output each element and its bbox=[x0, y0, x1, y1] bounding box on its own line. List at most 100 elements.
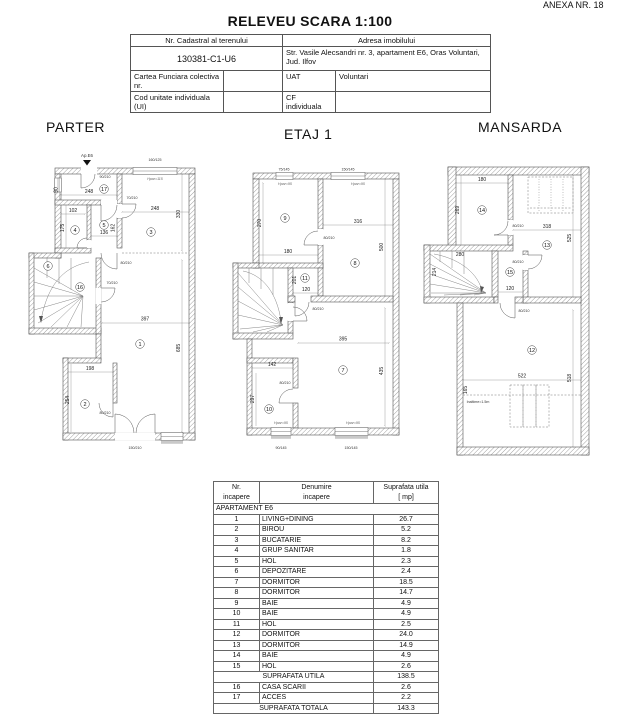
svg-text:80/210: 80/210 bbox=[280, 381, 291, 385]
parter-doors bbox=[76, 173, 156, 434]
svg-text:75/145: 75/145 bbox=[279, 168, 290, 172]
svg-text:180: 180 bbox=[478, 177, 487, 183]
svg-text:4: 4 bbox=[73, 228, 76, 234]
page-title: RELEVEU SCARA 1:100 bbox=[227, 13, 393, 29]
floorplan-mansarda: 180 269 318 525 280 214 120 522 518 165 … bbox=[423, 166, 590, 456]
cadastral-survey-page: { "annex": "ANEXA NR. 18", "title": "REL… bbox=[28, 0, 604, 714]
svg-text:2: 2 bbox=[83, 402, 86, 408]
parter-room-numbers: 1 2 3 4 5 6 16 17 bbox=[43, 184, 156, 409]
svg-text:201: 201 bbox=[292, 276, 298, 285]
stair-walkline-arrow bbox=[480, 286, 484, 293]
annex-number: ANEXA NR. 18 bbox=[543, 0, 604, 10]
mansarda-annotations: 80/210 80/210 80/210 Inaltime=1.5m bbox=[467, 224, 530, 404]
svg-text:16: 16 bbox=[77, 285, 83, 291]
svg-text:80/210: 80/210 bbox=[121, 261, 132, 265]
mansarda-room-numbers: 14 13 15 12 bbox=[477, 205, 552, 355]
header-row-ui: Cod unitate individuala (UI) CF individu… bbox=[130, 91, 492, 113]
svg-text:269: 269 bbox=[455, 206, 461, 215]
section-row: APARTAMENT E6 bbox=[213, 503, 439, 515]
parter-stairs bbox=[33, 258, 90, 328]
col-header-suprafata: Suprafata utila[ mp] bbox=[373, 481, 439, 504]
svg-text:248: 248 bbox=[85, 189, 94, 195]
svg-text:80/210: 80/210 bbox=[513, 260, 524, 264]
entry-arrow-icon bbox=[83, 160, 91, 166]
uat-label: UAT bbox=[282, 70, 337, 92]
svg-text:80/210: 80/210 bbox=[100, 411, 111, 415]
svg-text:5: 5 bbox=[102, 223, 105, 229]
col-header-nr: Nr.incapere bbox=[213, 481, 260, 504]
cf-individual-value bbox=[335, 91, 492, 113]
svg-text:120: 120 bbox=[506, 286, 515, 292]
etaj1-room-numbers: 9 8 11 7 10 bbox=[264, 213, 360, 414]
cf-collective-label: Cartea Funciara colectiva nr. bbox=[130, 70, 224, 92]
parter-annotations: Ap.E6 160/125 Hpar=115 90/210 80/210 70/… bbox=[81, 153, 163, 450]
address-value: Str. Vasile Alecsandri nr. 3, apartament… bbox=[282, 46, 492, 71]
cf-individual-label: CF individuala bbox=[282, 91, 337, 113]
cf-collective-value bbox=[222, 70, 284, 92]
svg-text:102: 102 bbox=[69, 208, 78, 214]
svg-text:70/210: 70/210 bbox=[107, 281, 118, 285]
parter-dimensions: 248 90 248 330 102 175 136 162 397 685 1… bbox=[54, 173, 190, 433]
svg-text:1: 1 bbox=[138, 342, 141, 348]
header-row-cf: Cartea Funciara colectiva nr. UAT Volunt… bbox=[130, 70, 492, 92]
address-label: Adresa imobilului bbox=[282, 34, 492, 47]
svg-text:10: 10 bbox=[266, 407, 272, 413]
floorplan-etaj1: 270 180 316 500 120 201 395 435 142 297 … bbox=[232, 168, 400, 450]
svg-text:150/145: 150/145 bbox=[345, 446, 358, 450]
svg-text:14: 14 bbox=[479, 208, 485, 214]
header-row-labels: Nr. Cadastral al terenului Adresa imobil… bbox=[129, 34, 492, 47]
mansarda-walls bbox=[423, 166, 590, 456]
svg-text:12: 12 bbox=[529, 348, 535, 354]
parter-walls bbox=[28, 167, 196, 441]
svg-text:214: 214 bbox=[432, 268, 438, 277]
svg-text:248: 248 bbox=[151, 206, 160, 212]
svg-text:90/145: 90/145 bbox=[276, 446, 287, 450]
svg-text:11: 11 bbox=[302, 276, 308, 282]
plan-title-mansarda: MANSARDA bbox=[478, 119, 563, 135]
svg-text:180: 180 bbox=[284, 249, 293, 255]
svg-text:6: 6 bbox=[46, 264, 49, 270]
svg-text:90/210: 90/210 bbox=[100, 175, 111, 179]
svg-text:80/210: 80/210 bbox=[513, 224, 524, 228]
etaj1-walls bbox=[232, 172, 400, 436]
svg-text:330: 330 bbox=[176, 210, 182, 219]
svg-text:Hpar=95: Hpar=95 bbox=[278, 182, 292, 186]
svg-text:522: 522 bbox=[518, 374, 527, 380]
svg-text:198: 198 bbox=[86, 366, 95, 372]
header-table: Nr. Cadastral al terenului Adresa imobil… bbox=[129, 34, 492, 113]
svg-text:500: 500 bbox=[379, 243, 385, 252]
ui-code-label: Cod unitate individuala (UI) bbox=[130, 91, 224, 113]
svg-text:142: 142 bbox=[268, 362, 277, 368]
svg-text:150/145: 150/145 bbox=[342, 168, 355, 172]
svg-text:175: 175 bbox=[60, 224, 66, 233]
plan-title-parter: PARTER bbox=[46, 119, 106, 135]
svg-text:280: 280 bbox=[456, 252, 465, 258]
svg-text:395: 395 bbox=[339, 337, 348, 343]
mansarda-stairs bbox=[429, 251, 487, 296]
svg-text:160/125: 160/125 bbox=[149, 158, 162, 162]
svg-text:270: 270 bbox=[257, 219, 263, 228]
svg-text:162: 162 bbox=[111, 224, 117, 233]
stair-walkline-arrow bbox=[39, 316, 43, 323]
svg-text:9: 9 bbox=[283, 216, 286, 222]
svg-text:Hpar=95: Hpar=95 bbox=[351, 182, 365, 186]
svg-text:80/210: 80/210 bbox=[324, 236, 335, 240]
etaj1-stairs bbox=[237, 268, 284, 333]
mansarda-dormer bbox=[527, 176, 574, 214]
